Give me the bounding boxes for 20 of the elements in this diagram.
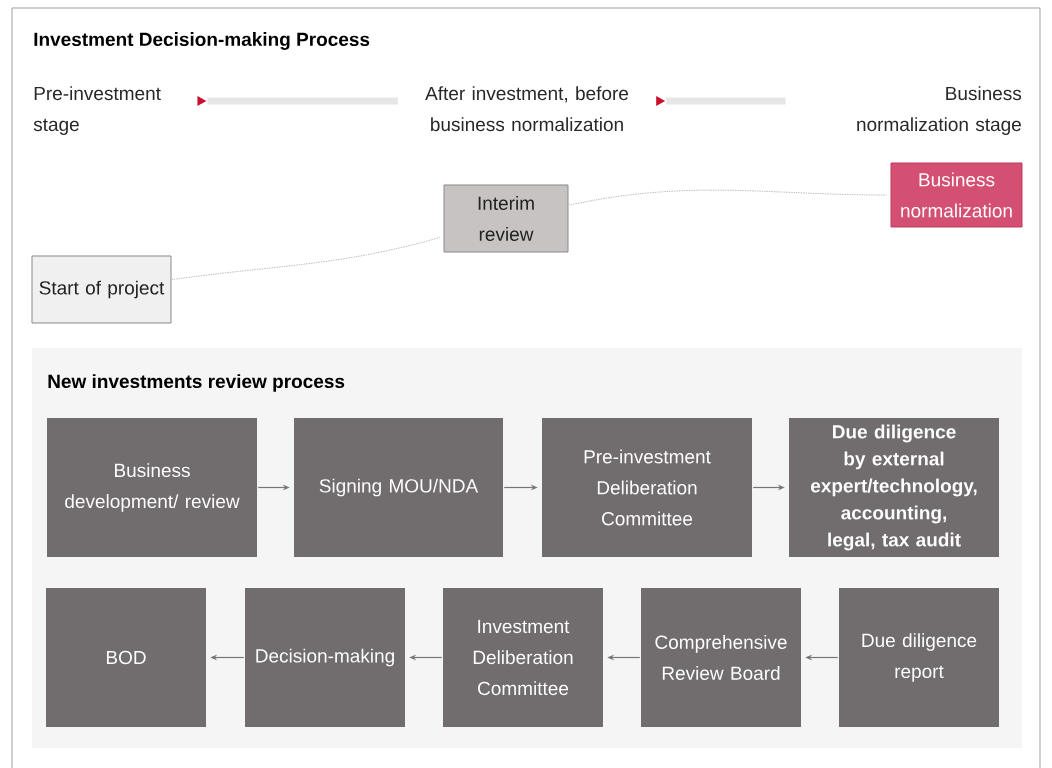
arrow — [656, 96, 786, 106]
stage-label: Pre-investment stage — [33, 86, 161, 135]
process-box: Business normalization — [890, 162, 1023, 228]
process-box: Signing MOU/NDA — [294, 418, 503, 557]
title: Investment Decision-making Process — [34, 32, 370, 50]
connector-line — [172, 237, 440, 280]
process-box: Interim review — [443, 184, 569, 253]
process-box: Due diligence by external expert/technology, accounting, legal, tax audit — [789, 418, 999, 557]
process-box: Comprehensive Review Board — [641, 588, 801, 727]
process-box: Due diligence report — [839, 588, 999, 727]
stage-label: Business normalization stage — [857, 86, 1022, 135]
connector-line — [569, 189, 887, 206]
stage-label: After investment, before business normalization — [425, 86, 629, 132]
process-box: Pre-investment Deliberation Committee — [542, 418, 752, 557]
process-box: Start of project — [31, 255, 172, 324]
arrow — [197, 96, 398, 106]
process-box: Business development/ review — [47, 418, 257, 557]
process-box: Decision-making — [245, 588, 405, 727]
process-box: BOD — [46, 588, 206, 727]
process-box: Investment Deliberation Committee — [443, 588, 603, 727]
